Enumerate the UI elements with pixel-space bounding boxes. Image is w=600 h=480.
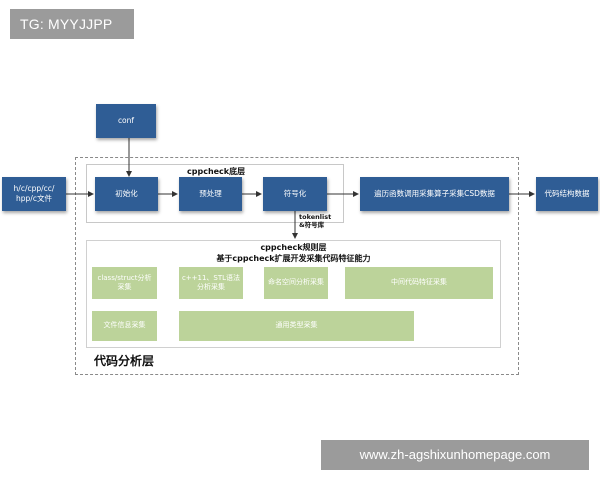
- output-node: 代码结构数据: [536, 177, 598, 211]
- preprocess-node: 预处理: [179, 177, 242, 211]
- namespace-feature-box: 命名空间分析采集: [264, 267, 328, 299]
- class-struct-line-2: 采集: [117, 283, 132, 291]
- class-struct-feature-box: class/struct分析 采集: [92, 267, 157, 299]
- watermark-top-left: TG: MYYJJPP: [10, 9, 134, 39]
- generic-type-feature-box: 通用类型采集: [179, 311, 414, 341]
- cpp11-stl-feature-box: c++11、STL语法 分析采集: [179, 267, 243, 299]
- conf-node: conf: [96, 104, 156, 138]
- tokenize-node: 符号化: [263, 177, 327, 211]
- rule-layer-subtitle: 基于cppcheck扩展开发采集代码特征能力: [216, 254, 371, 263]
- cpp11-stl-line-2: 分析采集: [196, 283, 225, 291]
- tokenlist-label-line-1: tokenlist: [299, 213, 332, 221]
- input-files-line-1: h/c/cpp/cc/: [13, 183, 55, 193]
- init-node: 初始化: [95, 177, 158, 211]
- class-struct-line-1: class/struct分析: [97, 273, 152, 282]
- input-files-line-2: hpp/c文件: [16, 194, 52, 203]
- input-files-node: h/c/cpp/cc/ hpp/c文件: [2, 177, 66, 211]
- tokenlist-label: tokenlist &符号库: [299, 213, 331, 230]
- code-analysis-layer-frame: [75, 157, 519, 375]
- intermediate-code-feature-box: 中间代码特征采集: [345, 267, 493, 299]
- code-analysis-layer-label: 代码分析层: [94, 354, 155, 368]
- traverse-node: 遍历函数调用采集算子采集CSD数据: [360, 177, 509, 211]
- cppcheck-base-label: cppcheck底层: [187, 167, 246, 176]
- file-info-feature-box: 文件信息采集: [92, 311, 157, 341]
- cpp11-stl-line-1: c++11、STL语法: [181, 273, 241, 282]
- watermark-bottom-right: www.zh-agshixunhomepage.com: [321, 440, 589, 470]
- tokenlist-label-line-2: &符号库: [299, 221, 325, 230]
- rule-layer-title: cppcheck规则层: [260, 243, 327, 252]
